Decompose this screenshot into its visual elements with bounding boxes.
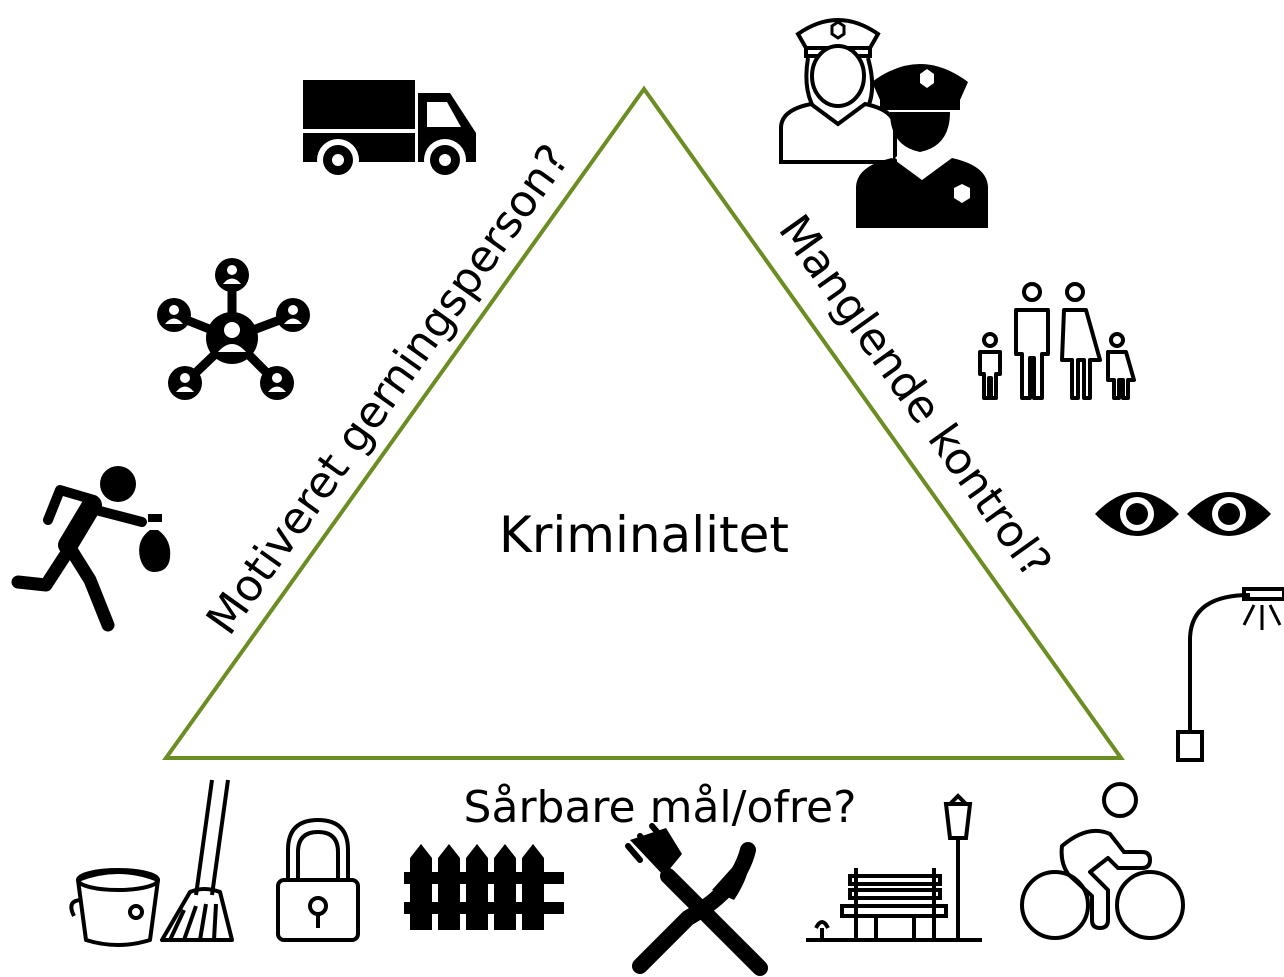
park-bench-icon [806,793,982,942]
police-officers-icon [779,18,988,228]
network-people-icon [157,258,310,400]
center-label: Kriminalitet [499,506,789,564]
crime-triangle [162,85,1125,760]
bucket-broom-icon [69,779,234,947]
truck-icon [303,80,476,181]
street-lamp-icon [1176,587,1284,762]
bottom-side-label: Sårbare mål/ofre? [464,782,857,833]
cyclist-icon [1020,782,1185,940]
fork-knife-icon [625,823,768,976]
family-icon [978,282,1136,400]
right-side-label: Manglende kontrol? [768,206,1061,588]
running-thief-icon [11,466,171,632]
fence-icon [404,844,564,930]
padlock-icon [276,817,360,942]
left-side-label: Motiveret gerningsperson? [197,135,580,644]
eyes-icon [1095,492,1271,536]
